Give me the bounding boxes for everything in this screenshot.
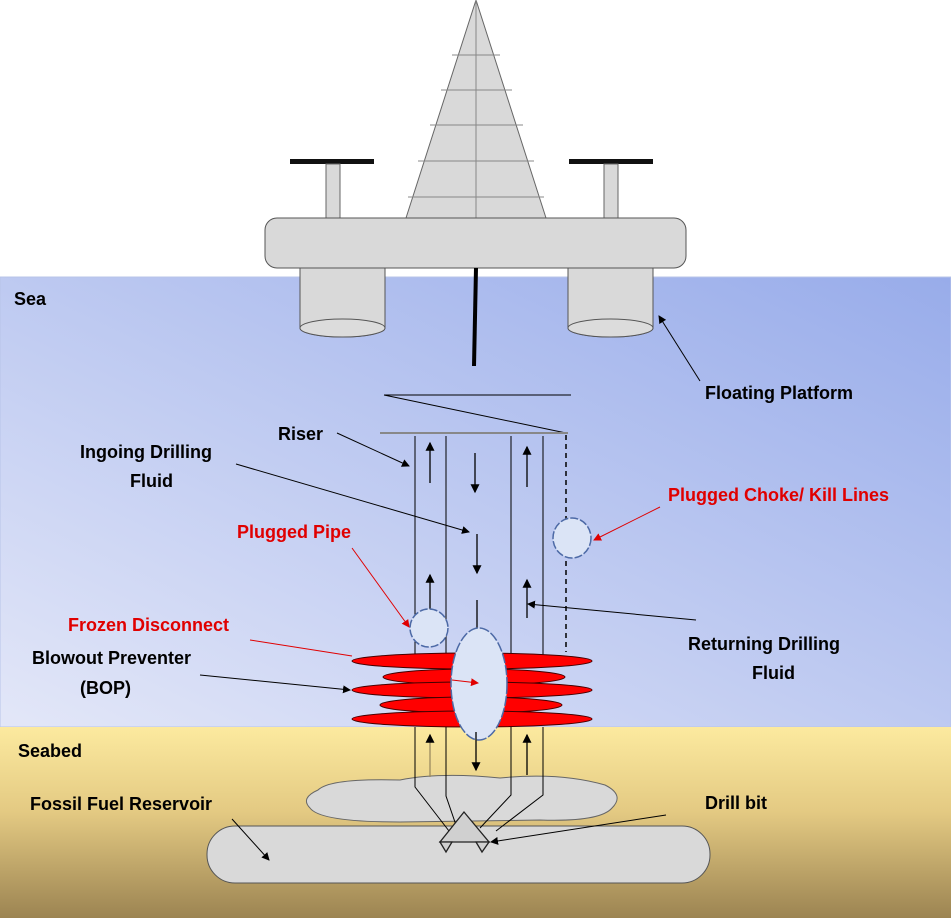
plug-cloud-pipe [409,608,449,648]
label-riser: Riser [278,424,323,444]
label-ingoing-line2: Fluid [130,471,173,491]
label-ingoing-line1: Ingoing Drilling [80,442,212,462]
label-reservoir: Fossil Fuel Reservoir [30,794,212,814]
label-floating-platform: Floating Platform [705,383,853,403]
label-bop-line1: Blowout Preventer [32,648,191,668]
floating-platform [264,0,687,338]
label-plugged-pipe: Plugged Pipe [237,522,351,542]
label-seabed: Seabed [18,741,82,761]
reservoir [206,774,711,884]
seabed-flow-arrows [425,732,532,777]
label-bop-line2: (BOP) [80,678,131,698]
label-drill-bit: Drill bit [705,793,767,813]
plug-cloud-choke [552,517,592,559]
label-frozen-disconnect: Frozen Disconnect [68,615,229,635]
label-returning-line1: Returning Drilling [688,634,840,654]
well-lines [414,727,544,832]
frozen-disconnect-cloud [450,627,508,741]
label-returning-line2: Fluid [752,663,795,683]
platform-deck [264,217,687,269]
label-sea: Sea [14,289,47,309]
riser [380,267,571,655]
annotation-arrows [199,315,701,861]
drill-bit [438,810,491,854]
failure-arrows [249,506,661,657]
label-plugged-choke: Plugged Choke/ Kill Lines [668,485,889,505]
